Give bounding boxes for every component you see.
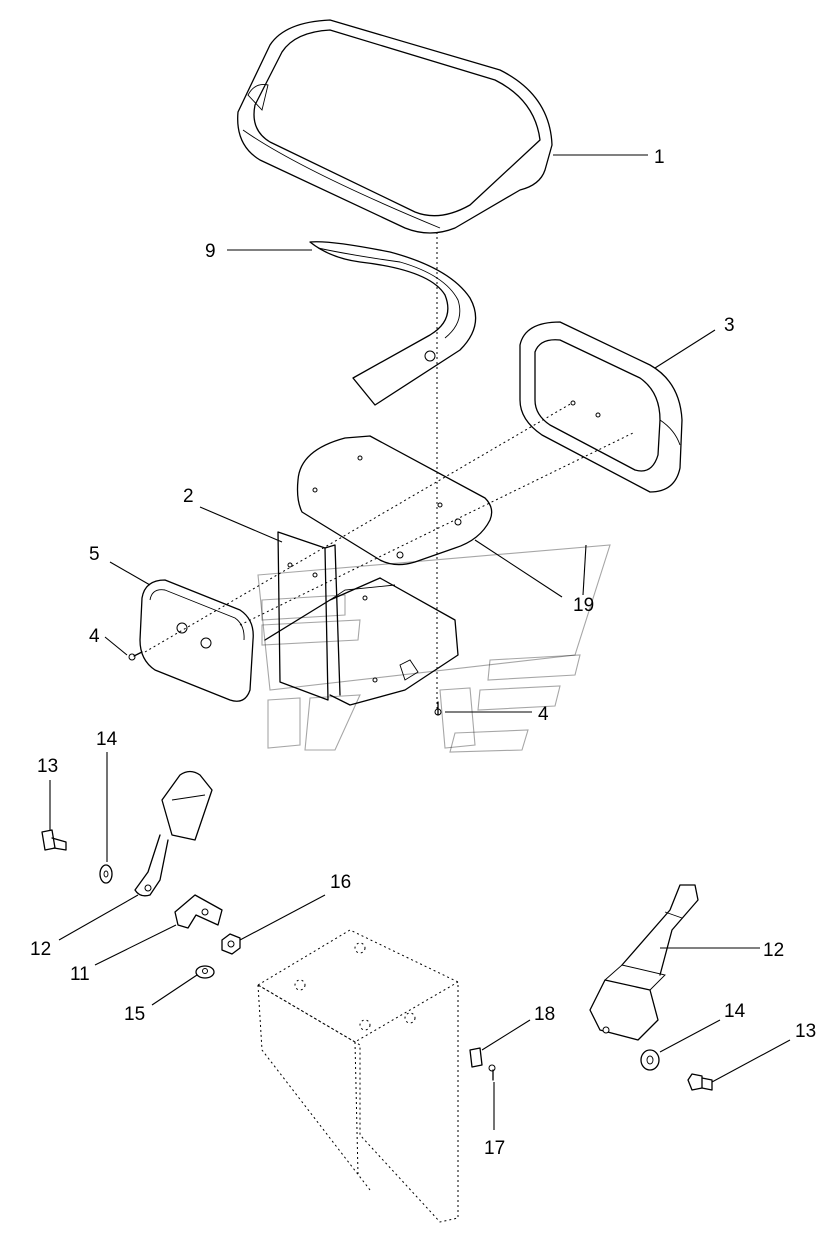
callout-13-left: 13 <box>37 756 58 777</box>
screw-left <box>128 651 143 661</box>
small-screw <box>488 1064 496 1081</box>
callout-13-right: 13 <box>795 1021 816 1042</box>
assembly-centerlines <box>144 232 636 712</box>
angle-bracket <box>174 894 223 929</box>
callout-11: 11 <box>70 964 90 985</box>
callout-18: 18 <box>534 1004 555 1025</box>
callout-labels: 1 9 3 2 5 19 4 4 14 13 16 12 11 15 12 18… <box>30 147 816 1159</box>
hex-nut <box>195 965 215 979</box>
washer-left <box>99 864 113 884</box>
bolt-right <box>687 1073 713 1091</box>
callout-16: 16 <box>330 872 351 893</box>
callout-1: 1 <box>654 147 665 168</box>
back-rest <box>519 321 683 493</box>
seatbelt-retractor-right <box>589 884 699 1041</box>
callout-5: 5 <box>89 544 100 565</box>
callout-15: 15 <box>124 1004 145 1025</box>
callout-17: 17 <box>484 1138 505 1159</box>
seatbelt-buckle-left <box>134 770 213 897</box>
screw-center <box>434 701 442 716</box>
callout-2: 2 <box>183 486 194 507</box>
watermark-logo <box>257 544 611 753</box>
callout-9: 9 <box>205 241 216 262</box>
side-bracket <box>309 241 477 406</box>
seat-plate <box>296 435 493 566</box>
callout-14-left: 14 <box>96 729 118 750</box>
callout-3: 3 <box>724 315 735 336</box>
side-pad <box>139 579 254 702</box>
callout-12-left: 12 <box>30 939 51 960</box>
clip <box>469 1047 483 1068</box>
seat-cushion <box>237 19 553 234</box>
seat-frame <box>264 531 459 706</box>
callout-19: 19 <box>573 595 594 616</box>
callout-14-right: 14 <box>724 1001 746 1022</box>
seat-base-phantom <box>257 929 459 1223</box>
callout-4-center: 4 <box>538 704 549 725</box>
leader-lines <box>49 154 791 1130</box>
washer-right <box>640 1049 660 1071</box>
bolt-left <box>41 829 67 851</box>
callout-4-left: 4 <box>89 626 100 647</box>
flange-nut <box>221 933 241 955</box>
callout-12-right: 12 <box>763 940 784 961</box>
